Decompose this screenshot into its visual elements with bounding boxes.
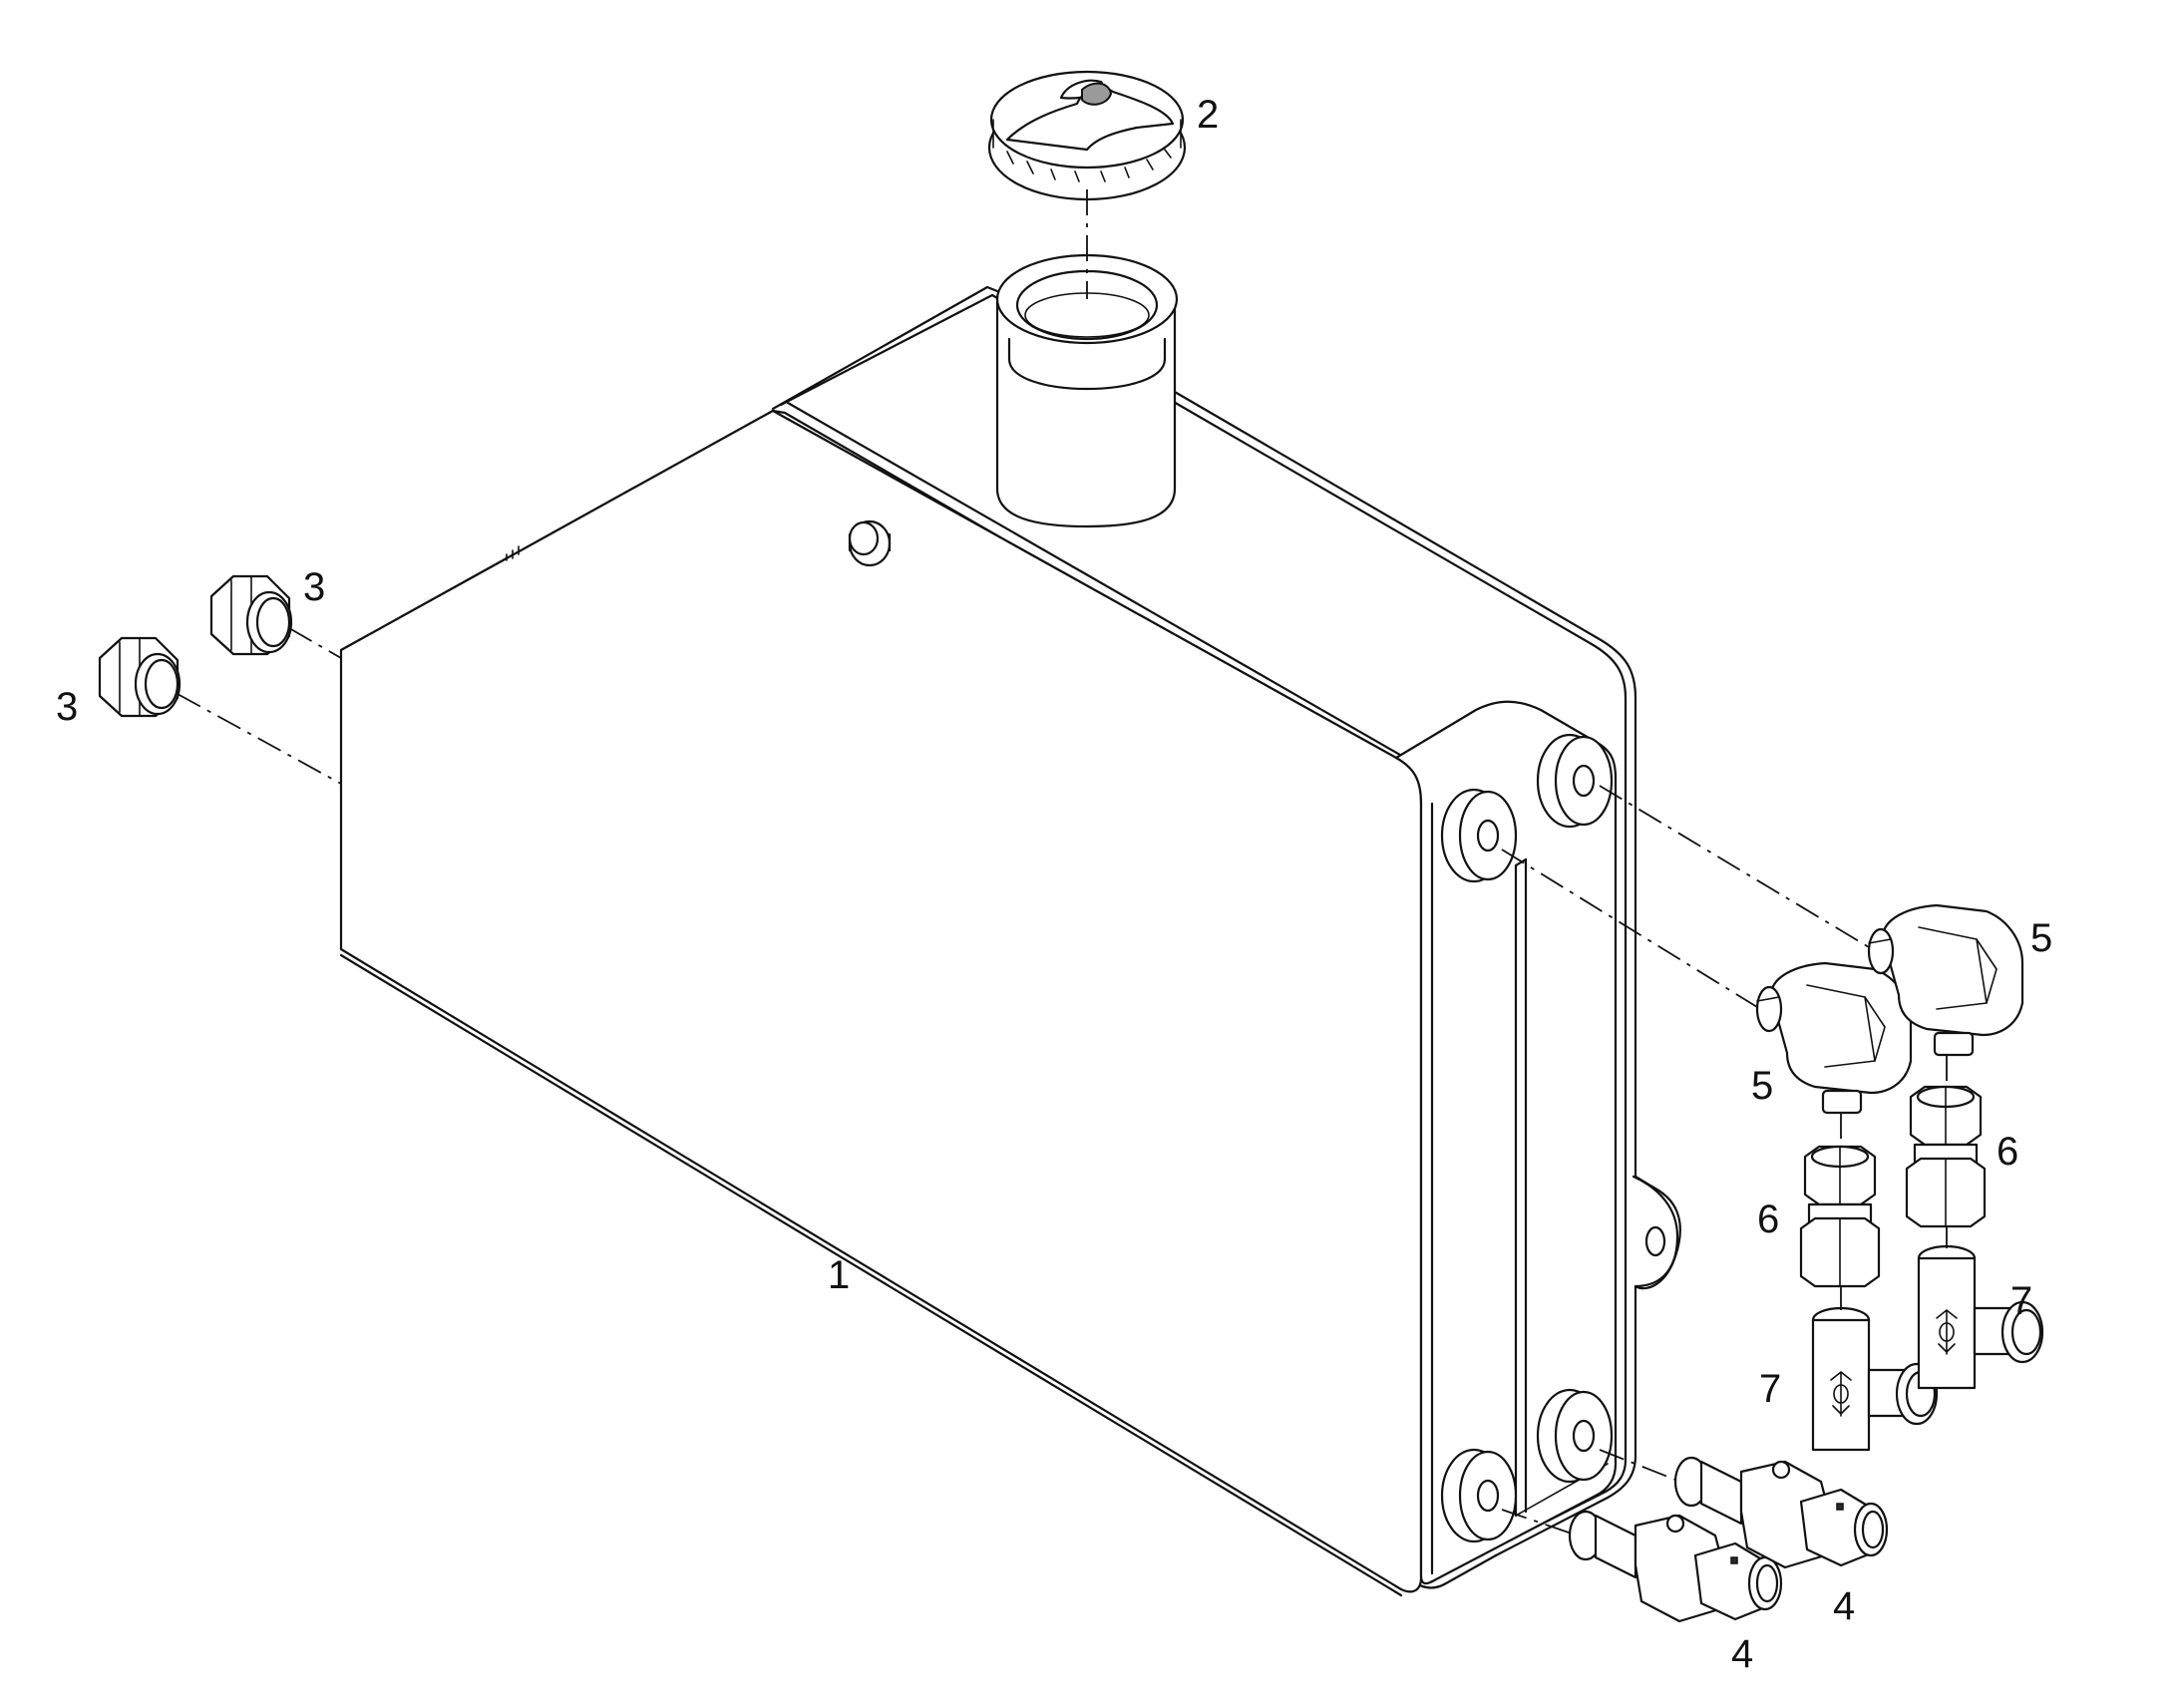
boss-bottom-right: [1536, 1388, 1614, 1484]
callout-5-left: 5: [1751, 1064, 1773, 1108]
callout-1: 1: [828, 1253, 850, 1297]
plug-upper: [209, 574, 293, 656]
callout-3-upper: 3: [303, 565, 325, 609]
nut-6-left: [1799, 1145, 1881, 1288]
fitting-4-lower: [1568, 1510, 1783, 1623]
plug-lower-center-line: [177, 693, 342, 785]
fitting-lower-center-line: [1501, 1509, 1573, 1535]
boss-top-right: [1536, 733, 1614, 829]
fitting-upper-center-line: [1599, 1449, 1676, 1481]
boss-bottom-left: [1440, 1448, 1518, 1543]
plug-upper-center-line: [288, 627, 342, 659]
nut-6-right: [1905, 1085, 1987, 1228]
callout-6-left: 6: [1757, 1197, 1779, 1241]
tee-7-left: [1811, 1306, 1939, 1452]
top-bung: [848, 519, 892, 567]
boss-top-left: [1440, 788, 1518, 883]
hydraulic-tank: [339, 253, 1681, 1597]
fitting-4-upper: [1673, 1456, 1889, 1569]
elbow-left-center-line: [1501, 849, 1758, 1008]
tee-7-right: [1917, 1244, 2044, 1390]
callout-7-left: 7: [1759, 1367, 1781, 1411]
callout-2: 2: [1197, 93, 1219, 137]
callout-7-right: 7: [2010, 1279, 2032, 1323]
elbow-5-left: [1755, 961, 1913, 1115]
callout-5-right: 5: [2030, 916, 2052, 960]
callout-4-lower: 4: [1731, 1632, 1753, 1676]
plug-lower: [98, 636, 182, 718]
callout-3-lower: 3: [56, 685, 78, 729]
elbow-5-right: [1867, 903, 2024, 1057]
callout-4-upper: 4: [1833, 1584, 1855, 1628]
elbow-right-center-line: [1599, 785, 1870, 948]
filler-cap: [987, 70, 1187, 201]
callout-6-right: 6: [1997, 1130, 2018, 1174]
